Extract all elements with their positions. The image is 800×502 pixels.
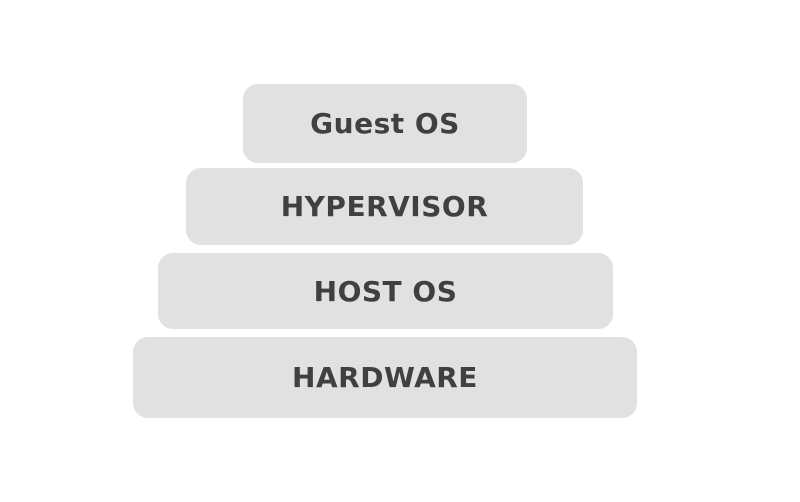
layer-guest-os-label: Guest OS [310, 107, 460, 140]
layer-host-os: HOST OS [158, 253, 613, 329]
layer-hardware-label: HARDWARE [292, 361, 478, 394]
layer-hardware: HARDWARE [133, 337, 637, 418]
layer-guest-os: Guest OS [243, 84, 527, 163]
layer-hypervisor-label: HYPERVISOR [280, 190, 489, 223]
layer-hypervisor: HYPERVISOR [186, 168, 583, 245]
layer-host-os-label: HOST OS [313, 274, 458, 308]
